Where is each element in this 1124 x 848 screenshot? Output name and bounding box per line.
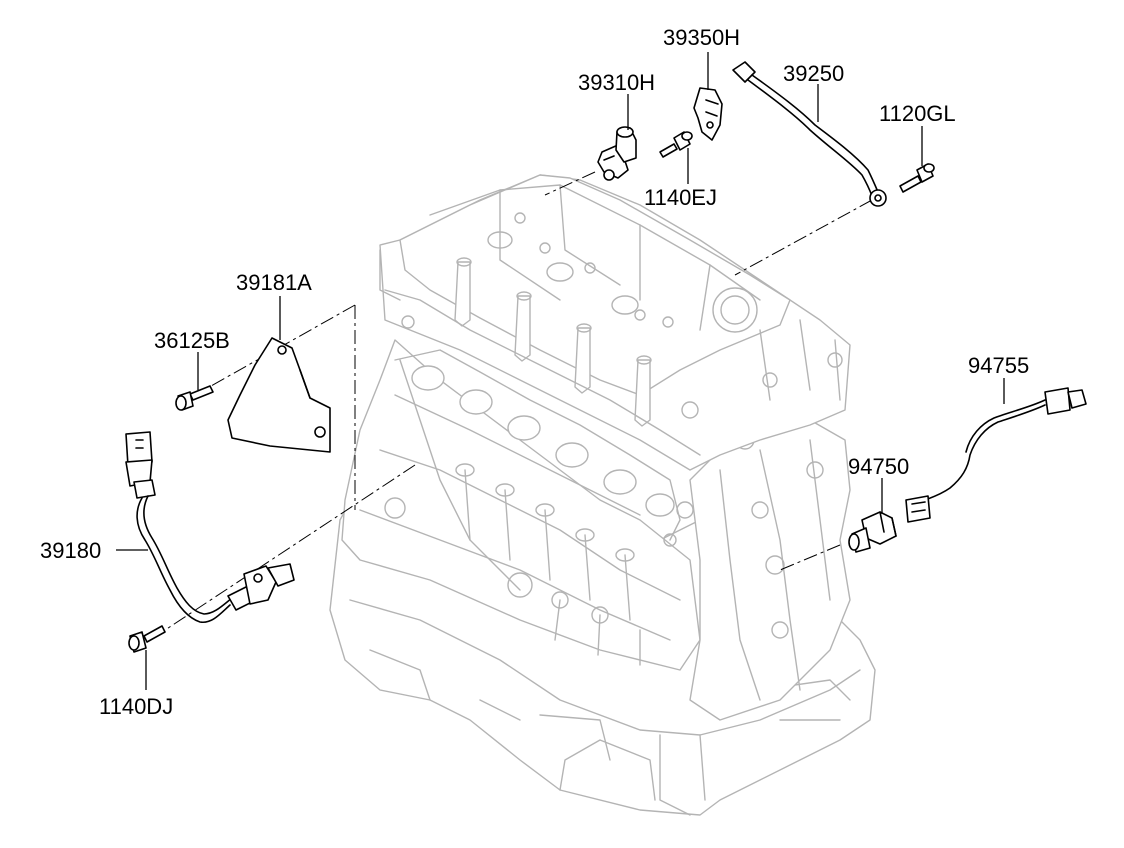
center-lines: [149, 171, 873, 641]
bolt-1140EJ: [659, 131, 693, 158]
bracket-39350H: [693, 87, 723, 141]
part-label-94755: 94755: [968, 353, 1030, 378]
part-label-39181A: 39181A: [236, 270, 312, 295]
part-label-1140DJ: 1140DJ: [99, 694, 174, 719]
part-label-1120GL: 1120GL: [879, 101, 956, 126]
cover-bracket-39181A: [227, 337, 331, 453]
sender-94750: [848, 511, 897, 553]
part-label-1140EJ: 1140EJ: [644, 185, 717, 210]
part-label-39350H: 39350H: [663, 25, 741, 50]
part-label-94750: 94750: [848, 454, 910, 479]
part-label-39310H: 39310H: [578, 70, 656, 95]
part-label-39180: 39180: [40, 538, 102, 563]
leader-lines: [116, 52, 1005, 690]
crank-position-sensor-39180: [125, 431, 295, 624]
part-label-39250: 39250: [783, 61, 845, 86]
sensor-cable-39250: [732, 61, 887, 207]
bolt-1140DJ: [128, 625, 166, 653]
part-label-36125B: 36125B: [154, 328, 230, 353]
cam-position-sensor-39310H: [597, 126, 637, 181]
harness-94755: [905, 387, 1087, 523]
bolt-1120GL: [899, 163, 935, 193]
bolt-36125B: [175, 385, 214, 411]
engine-block-illustration: [329, 174, 876, 816]
